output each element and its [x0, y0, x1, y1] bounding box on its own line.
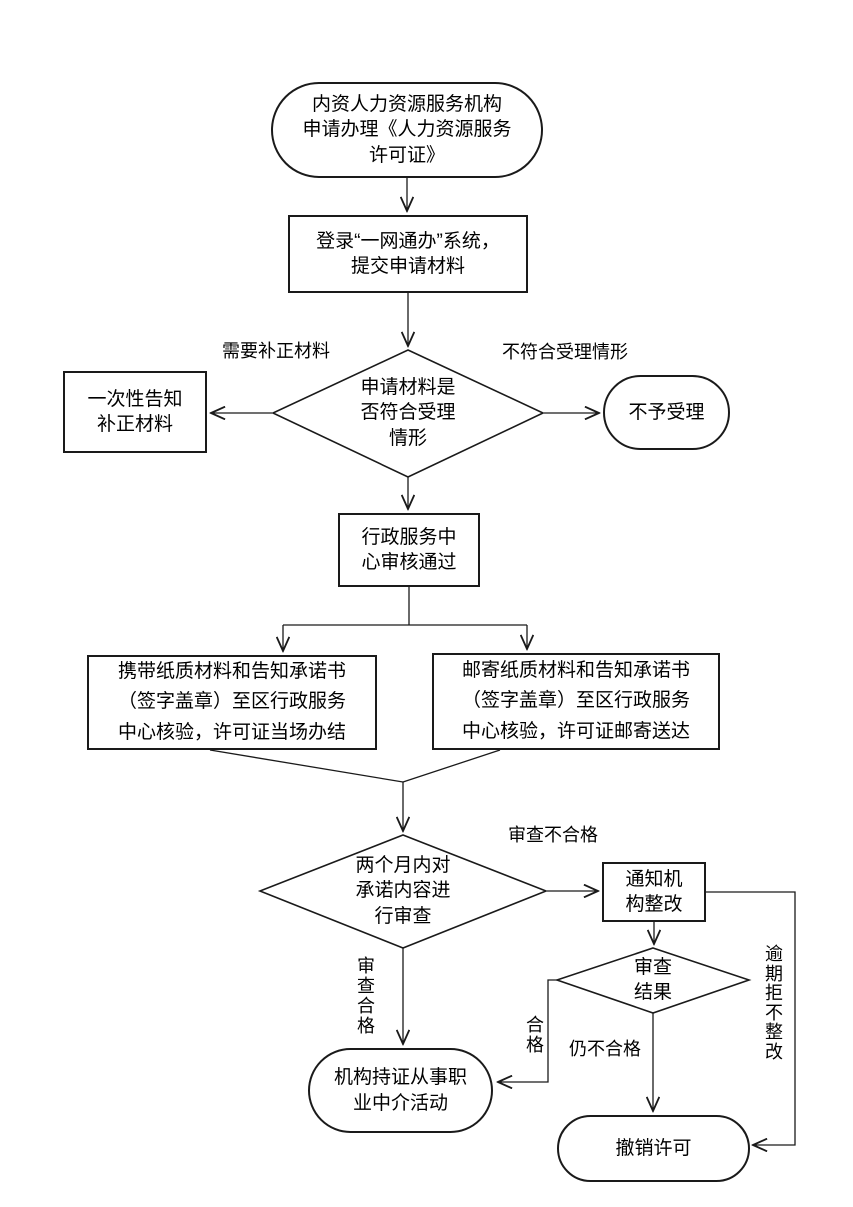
label-still-fail: 仍不合格	[569, 1039, 641, 1059]
label-need-correction: 需要补正材料	[222, 341, 330, 361]
decision-result-label: 审查 结果	[633, 956, 672, 1003]
label-overdue-refuse: 逾期拒不整改	[765, 944, 783, 1062]
label-review-fail: 审查不合格	[508, 825, 598, 845]
decision-accept-label: 申请材料是 否符合受理 情形	[360, 377, 456, 449]
notify-rectify-node: 通知机 构整改	[602, 862, 706, 922]
reject-node: 不予受理	[603, 375, 730, 450]
licensed-node: 机构持证从事职 业中介活动	[308, 1048, 493, 1133]
edge-overdue-to-revoke	[706, 891, 796, 1145]
start-node: 内资人力资源服务机构 申请办理《人力资源服务 许可证》	[271, 82, 543, 178]
label-not-eligible: 不符合受理情形	[502, 342, 628, 362]
submit-application-node: 登录“一网通办”系统， 提交申请材料	[288, 215, 528, 293]
edge-mail-converge	[402, 749, 501, 783]
notify-correction-node: 一次性告知 补正材料	[63, 371, 207, 453]
mail-materials-node: 邮寄纸质材料和告知承诺书 （签字盖章）至区行政服务 中心核验，许可证邮寄送达	[432, 653, 720, 750]
label-pass: 合格	[526, 1015, 544, 1055]
center-approve-node: 行政服务中 心审核通过	[338, 513, 480, 587]
revoke-license-node: 撤销许可	[557, 1115, 750, 1182]
bring-materials-node: 携带纸质材料和告知承诺书 （签字盖章）至区行政服务 中心核验，许可证当场办结	[87, 655, 377, 750]
edge-result-pass-to-licensed	[498, 979, 557, 1082]
label-review-pass: 审查合格	[357, 956, 375, 1036]
edge-bring-converge	[209, 749, 404, 783]
decision-review-label: 两个月内对 承诺内容进 行审查	[355, 855, 451, 927]
